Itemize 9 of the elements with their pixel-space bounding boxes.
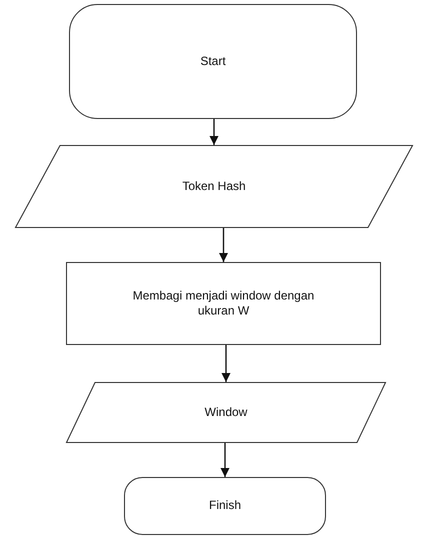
node-label: Window — [204, 404, 248, 420]
node-label: Membagi menjadi window dengan ukuran W — [132, 288, 316, 320]
arrow — [218, 228, 228, 262]
arrow — [221, 345, 231, 382]
node-label: Finish — [208, 498, 242, 514]
arrow — [209, 119, 219, 145]
node-label: Token Hash — [181, 178, 247, 194]
node-label: Start — [199, 54, 227, 70]
arrow — [220, 443, 230, 477]
